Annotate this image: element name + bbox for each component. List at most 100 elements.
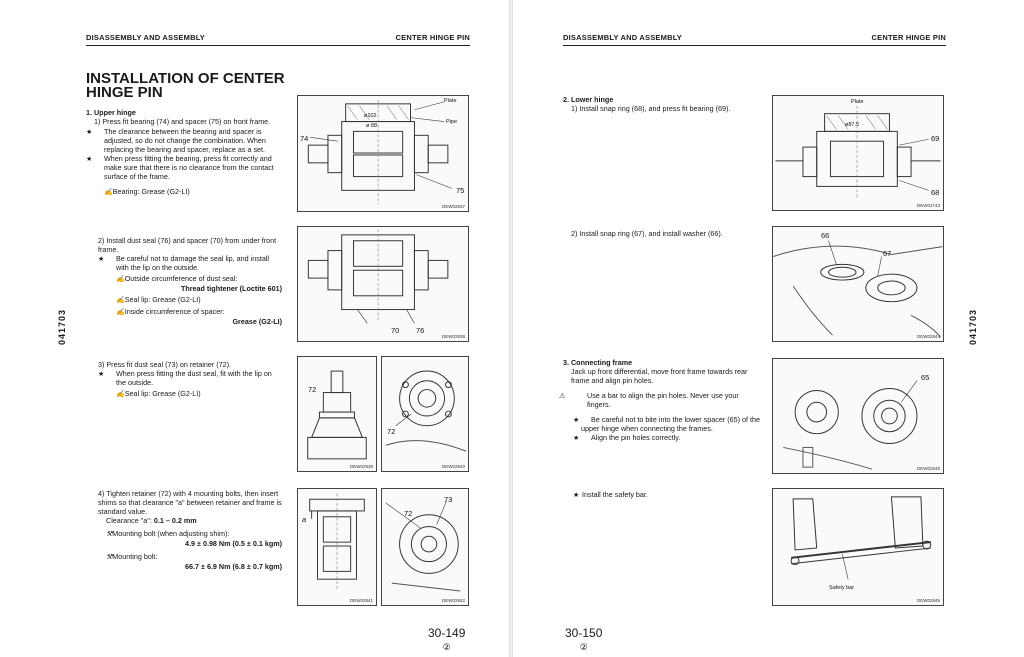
step2-block: 2) Install dust seal (76) and spacer (70…: [98, 236, 282, 326]
step4-bolt1-value: 4.9 ± 0.98 Nm (0.5 ± 0.1 kgm): [185, 539, 282, 548]
step4-instruction: 4) Tighten retainer (72) with 4 mounting…: [98, 489, 282, 516]
lower-hinge-heading: 2. Lower hinge: [563, 95, 614, 104]
step3-block: 3) Press fit dust seal (73) on retainer …: [98, 360, 282, 399]
label-72: 72: [308, 385, 317, 394]
step1-note-1: ★The clearance between the bearing and s…: [86, 127, 266, 154]
label-76: 76: [416, 326, 425, 335]
connecting-frame-instruction: Jack up front differential, move front f…: [571, 367, 748, 385]
figure-code: DEW02838: [441, 334, 465, 339]
label-dia-88: ø 88: [366, 123, 378, 129]
step1-heading: 1. Upper hinge: [86, 108, 136, 117]
step3-seal: ✍ Seal lip: Grease (G2-LI): [116, 389, 201, 398]
revision-mark: ②: [442, 642, 451, 652]
figure-code: DEW02842: [441, 598, 465, 603]
frame-drawing: [783, 380, 918, 470]
connecting-frame-block: 3. Connecting frame Jack up front differ…: [559, 358, 763, 442]
figure-connecting-frame: 65 DEW02845: [772, 358, 944, 474]
step1-instruction: 1) Press fit bearing (74) and spacer (75…: [94, 117, 271, 126]
figure-code: DEW02743: [916, 203, 940, 208]
figure-retainer-photo: 72 DEW02840: [381, 356, 469, 472]
page-header: DISASSEMBLY AND ASSEMBLY CENTER HINGE PI…: [86, 32, 470, 46]
revision-mark: ②: [579, 642, 588, 652]
figure-code: DEW02846: [916, 598, 940, 603]
figure-retainer-bolts: 72 73 DEW02842: [381, 488, 469, 606]
shim-drawing: [309, 493, 365, 591]
label-72: 72: [387, 427, 396, 436]
header-topic: CENTER HINGE PIN: [871, 33, 946, 42]
lower-hinge-step2: 2) Install snap ring (67), and install w…: [571, 229, 723, 238]
label-73: 73: [444, 495, 453, 504]
side-code: 041703: [57, 308, 68, 346]
step3-note: ★When press fitting the dust seal, fit w…: [98, 369, 272, 387]
page-title: INSTALLATION OF CENTER HINGE PIN: [86, 70, 285, 101]
snap-ring-drawing: [773, 240, 943, 338]
page-number: 30-150 ②: [565, 626, 603, 652]
figure-code: DEW02844: [916, 334, 940, 339]
bearing-drawing: [307, 99, 452, 205]
side-code: 041703: [968, 308, 979, 346]
bolts-drawing: [385, 500, 461, 592]
step2-outside-value: Thread tightener (Loctite 601): [180, 284, 282, 293]
torque-wrench-icon: ⚒: [106, 554, 113, 561]
safety-bar-step: ★Install the safety bar.: [573, 490, 648, 499]
figure-code: DEW02839: [349, 464, 373, 469]
figure-code: DEW02841: [349, 598, 373, 603]
label-plate: Plate: [444, 98, 457, 104]
step1-grease: ✍ Bearing: Grease (G2-LI): [104, 187, 190, 196]
step2-inside: ✍ Inside circumference of spacer:: [116, 307, 225, 316]
step4-bolt2: ⚒ Mounting bolt:: [106, 552, 158, 561]
label-67: 67: [883, 249, 892, 258]
label-plate: Plate: [851, 99, 864, 105]
page-right: DISASSEMBLY AND ASSEMBLY CENTER HINGE PI…: [513, 0, 1024, 657]
step2-instruction: 2) Install dust seal (76) and spacer (70…: [98, 236, 277, 254]
label-dia-87-5: ø87.5: [845, 122, 860, 128]
label-68: 68: [931, 188, 940, 197]
page-header: DISASSEMBLY AND ASSEMBLY CENTER HINGE PI…: [563, 32, 946, 46]
step1-note-2: ★When press fitting the bearing, press f…: [86, 154, 274, 181]
label-66: 66: [821, 231, 830, 240]
step2-seal: ✍ Seal lip: Grease (G2-LI): [116, 295, 201, 304]
label-pipe: Pipe: [446, 119, 458, 125]
connecting-frame-note-1: ★Be careful not to bite into the lower s…: [573, 415, 761, 433]
label-75: 75: [456, 186, 465, 195]
label-safety-bar: Safety bar: [829, 585, 855, 591]
connecting-frame-warning: ⚠Use a bar to align the pin holes. Never…: [559, 391, 739, 409]
label-74: 74: [300, 134, 309, 143]
figure-snap-ring: 66 67 DEW02844: [772, 226, 944, 342]
lower-bearing-drawing: [775, 105, 941, 199]
step1-block: 1. Upper hinge 1) Press fit bearing (74)…: [86, 108, 282, 197]
step3-instruction: 3) Press fit dust seal (73) on retainer …: [98, 360, 232, 369]
step4-bolt1: ⚒ Mounting bolt (when adjusting shim):: [106, 529, 230, 538]
step4-block: 4) Tighten retainer (72) with 4 mounting…: [98, 489, 282, 571]
step4-bolt2-value: 66.7 ± 6.9 Nm (6.8 ± 0.7 kgm): [185, 562, 282, 571]
label-72: 72: [404, 509, 413, 518]
label-65: 65: [921, 373, 930, 382]
grease-icon: ✍: [104, 189, 113, 196]
press-drawing: [307, 370, 367, 460]
header-topic: CENTER HINGE PIN: [395, 33, 470, 42]
figure-code: DEW02845: [916, 466, 940, 471]
lower-hinge-block: 2. Lower hinge 1) Install snap ring (68)…: [563, 95, 759, 113]
figure-dust-seal: 70 76 DEW02838: [297, 226, 469, 342]
figure-upper-hinge-bearing: Plate Pipe ø102 ø 88 74 75 DEW02837: [297, 95, 469, 212]
torque-wrench-icon: ⚒: [106, 531, 113, 538]
step2-inside-value: Grease (G2-LI): [232, 317, 282, 326]
figure-safety-bar: Safety bar DEW02846: [772, 488, 944, 606]
connecting-frame-note-2: ★Align the pin holes correctly.: [573, 433, 681, 442]
connecting-frame-heading: 3. Connecting frame: [563, 358, 633, 367]
page-number: 30-149 ②: [428, 626, 466, 652]
lower-hinge-step1: 1) Install snap ring (68), and press fit…: [571, 104, 731, 113]
figure-code: DEW02840: [441, 464, 465, 469]
safety-bar-drawing: [790, 496, 932, 580]
figure-code: DEW02837: [441, 204, 465, 209]
dust-seal-drawing: [307, 228, 449, 324]
figure-lower-hinge-bearing: Plate ø87.5 69 68 DEW02743: [772, 95, 944, 211]
step4-clearance: Clearance "a": 0.1 – 0.2 mm: [106, 516, 197, 525]
figure-retainer-shims: a DEW02841: [297, 488, 377, 606]
retainer-drawing: [385, 370, 467, 452]
page-left: DISASSEMBLY AND ASSEMBLY CENTER HINGE PI…: [0, 0, 509, 657]
figure-retainer-press: 72 DEW02839: [297, 356, 377, 472]
label-69: 69: [931, 134, 940, 143]
label-dia-102: ø102: [364, 113, 377, 119]
